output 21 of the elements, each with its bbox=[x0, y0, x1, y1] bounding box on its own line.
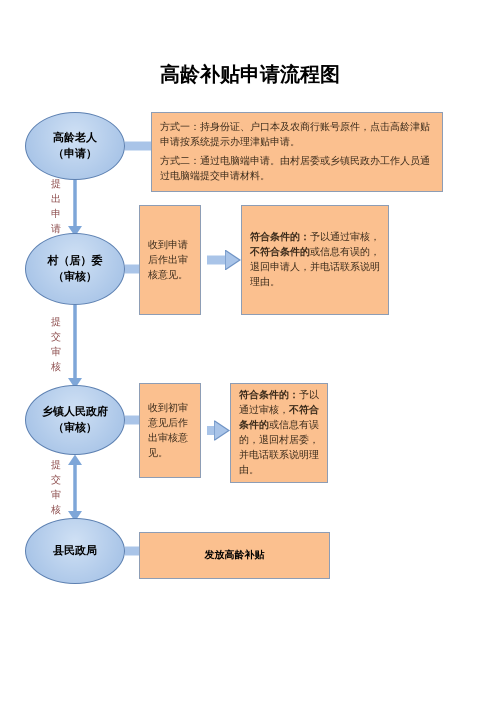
process-box bbox=[230, 383, 328, 483]
node-text: 方式二：通过电脑端申请。由村居委或乡镇民政办工作人员通过电脑端提交申请材料。 bbox=[160, 154, 431, 184]
node-text: 发放高龄补贴 bbox=[204, 548, 264, 563]
node-text: 收到申请后作出审核意见。 bbox=[148, 238, 189, 282]
node-text: 县民政局 bbox=[52, 544, 98, 559]
node-text: 符合条件的：予以通过审核，不符合条件的或信息有误的，退回申请人，并电话联系说明理由。 bbox=[250, 230, 380, 290]
node-text: 符合条件的：予以通过审核，不符合条件的或信息有误的，退回村居委，并电话联系说明理由。 bbox=[239, 388, 319, 478]
title: 高龄补贴申请流程图 bbox=[159, 62, 341, 88]
node-text: 收到初审意见后作出审核意见。 bbox=[148, 402, 189, 460]
node-text: 乡镇人民政府（审核） bbox=[41, 404, 109, 436]
process-box bbox=[241, 205, 389, 315]
process-box bbox=[139, 383, 201, 478]
arrow bbox=[207, 249, 241, 271]
node-text: 高龄老人（申请） bbox=[52, 130, 98, 162]
process-box bbox=[151, 112, 443, 192]
node-text: 方式一：持身份证、户口本及农商行账号原件，点击高龄津贴申请按系统提示办理津贴申请。 bbox=[160, 120, 431, 150]
process-box bbox=[139, 205, 201, 315]
arrow bbox=[207, 420, 230, 442]
process-box bbox=[139, 532, 330, 579]
edge-label: 提出申请 bbox=[51, 176, 61, 236]
node-text: 村（居）委（审核） bbox=[46, 254, 104, 285]
